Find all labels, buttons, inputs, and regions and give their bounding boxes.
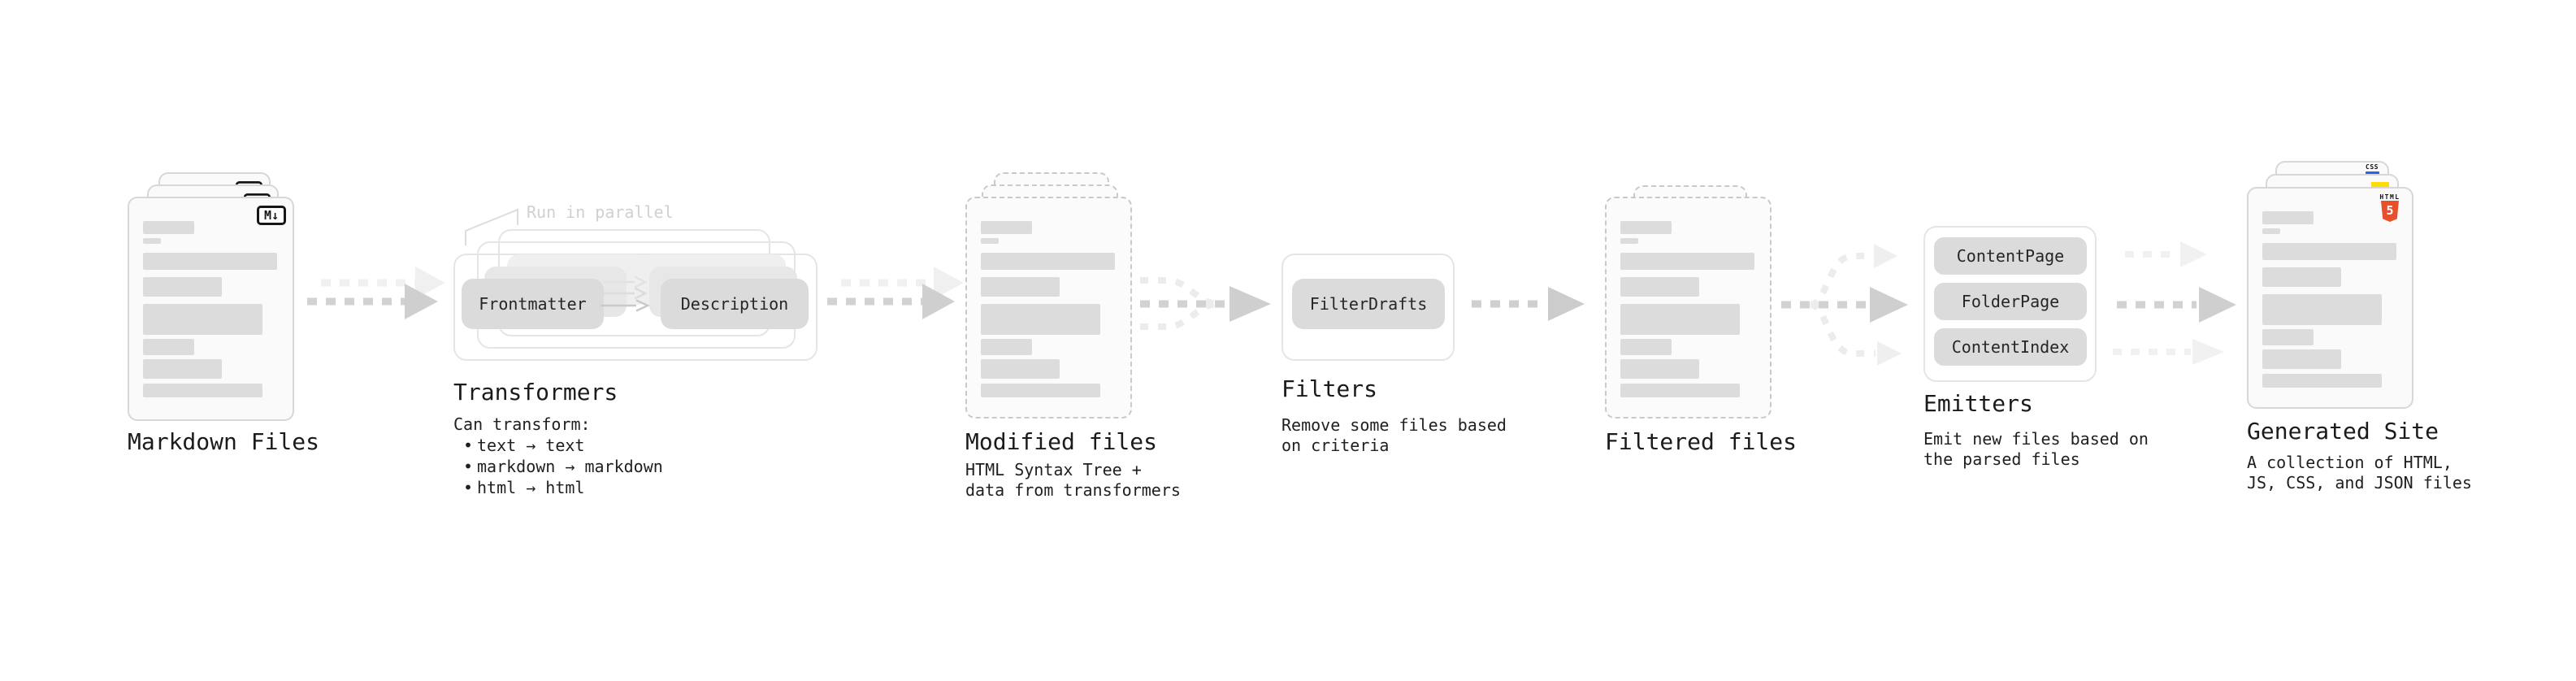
frontmatter-pill: Frontmatter xyxy=(462,279,604,329)
markdown-file-card-front: M↓ xyxy=(128,197,294,421)
filtered-file-card-front xyxy=(1605,197,1772,419)
filtered-files-label: Filtered files xyxy=(1605,428,1798,455)
folderpage-pill: FolderPage xyxy=(1934,283,2087,320)
bullet-item: •text → text xyxy=(463,436,585,455)
file-content-placeholder xyxy=(1607,198,1770,397)
arrow-emitters-to-generated xyxy=(2113,241,2236,365)
generated-site-description: A collection of HTML, JS, CSS, and JSON … xyxy=(2247,453,2472,492)
modified-file-card-front xyxy=(965,197,1132,419)
arrow-markdown-to-transformers xyxy=(307,267,445,319)
contentindex-pill: ContentIndex xyxy=(1934,328,2087,366)
arrow-filters-to-filtered xyxy=(1472,287,1585,321)
filterdrafts-pill: FilterDrafts xyxy=(1292,279,1445,329)
arrow-modified-to-filters xyxy=(1140,277,1271,330)
emitters-description: Emit new files based on the parsed files xyxy=(1923,429,2149,469)
generated-file-card-front: HTML 5 xyxy=(2247,187,2413,409)
bullet-item: •html → html xyxy=(463,478,585,497)
file-content-placeholder xyxy=(967,198,1130,397)
emitters-label: Emitters xyxy=(1923,390,2033,417)
markdown-icon: M↓ xyxy=(256,206,286,225)
bullet-item: •markdown → markdown xyxy=(463,457,663,476)
file-content-placeholder xyxy=(2249,189,2412,388)
generated-site-label: Generated Site xyxy=(2247,418,2439,445)
contentpage-pill: ContentPage xyxy=(1934,237,2087,275)
arrow-filtered-to-emitters xyxy=(1781,244,1908,366)
description-pill: Description xyxy=(661,279,809,329)
modified-files-description: HTML Syntax Tree + data from transformer… xyxy=(965,460,1181,500)
arrow-transformers-to-modified xyxy=(827,267,964,319)
css-file-icon: CSS xyxy=(2363,164,2381,175)
transformers-label: Transformers xyxy=(453,379,618,406)
html5-logo-icon: HTML 5 xyxy=(2379,193,2400,222)
js-file-icon xyxy=(2371,182,2389,189)
can-transform-title: Can transform: xyxy=(453,414,591,434)
filters-label: Filters xyxy=(1281,375,1378,402)
modified-files-label: Modified files xyxy=(965,428,1158,455)
run-in-parallel-annotation: Run in parallel xyxy=(527,202,674,222)
filters-description: Remove some files based on criteria xyxy=(1281,415,1507,455)
transform-bullet-list: •text → text •markdown → markdown •html … xyxy=(463,435,663,498)
markdown-files-label: Markdown Files xyxy=(128,428,320,455)
run-in-parallel-callout-line xyxy=(465,208,518,245)
frontmatter-to-description-arrows xyxy=(601,275,650,312)
file-content-placeholder xyxy=(129,198,293,397)
